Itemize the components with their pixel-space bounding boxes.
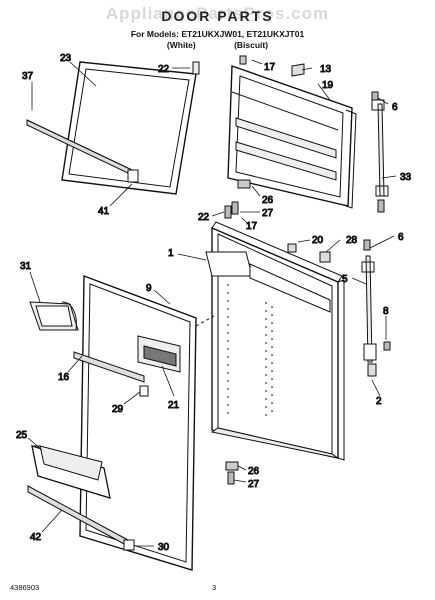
callout-6-lower: 6: [398, 232, 404, 243]
stop-26-middle: [237, 179, 251, 189]
bar-end-cap-29: [139, 385, 149, 397]
callout-30: 30: [158, 542, 170, 553]
callout-33: 33: [400, 172, 412, 183]
callout-2: 2: [376, 396, 382, 407]
document-number: 4386903: [10, 583, 40, 592]
fresh-food-door-outer: [205, 221, 345, 461]
callout-1: 1: [168, 248, 174, 259]
trim-end-cap: [127, 169, 139, 183]
screw-17-top: [239, 55, 247, 65]
callout-20: 20: [312, 235, 324, 246]
callout-21: 21: [168, 400, 180, 411]
leader-lines: [27, 59, 397, 547]
fresh-food-door-gasket: [79, 274, 197, 571]
screw-27-bottom: [227, 471, 235, 485]
label-plate: [291, 63, 305, 77]
top-hinge-bracket: [371, 99, 389, 197]
callout-31: 31: [20, 261, 32, 272]
callout-26-bottom: 26: [248, 466, 260, 477]
watermark: AppliancePartsPros.com: [105, 4, 330, 23]
callout-17-middle: 17: [246, 221, 258, 232]
callout-37: 37: [22, 71, 34, 82]
callout-9: 9: [146, 283, 152, 294]
door-plug-20: [287, 243, 297, 253]
retainer-bar-16: [73, 351, 145, 383]
variant-biscuit: (Biscuit): [234, 40, 269, 50]
freezer-door-liner: [227, 65, 357, 209]
door-bin-25: [31, 445, 111, 499]
screw-27-middle: [231, 201, 239, 215]
callout-22-top: 22: [158, 64, 170, 75]
bottom-trim-strip-42: [27, 485, 129, 547]
color-variants: (White) (Biscuit): [0, 40, 435, 50]
screw-6-top: [371, 91, 379, 101]
bottom-trim-cap-30: [123, 539, 135, 551]
screw-8: [383, 341, 391, 351]
screw-22-top: [192, 61, 200, 75]
diagram-title: DOOR PARTS: [161, 8, 274, 24]
butter-compartment: [29, 301, 79, 331]
screw-6-lower: [377, 199, 385, 213]
callout-27-middle: 27: [262, 208, 274, 219]
shelf-front-21: [137, 335, 181, 373]
callout-16: 16: [58, 372, 70, 383]
screw-22-middle: [224, 205, 232, 219]
callout-23: 23: [60, 53, 72, 64]
callout-25: 25: [16, 430, 28, 441]
callout-19: 19: [322, 80, 334, 91]
callout-29: 29: [112, 404, 124, 415]
callout-13: 13: [320, 64, 332, 75]
callout-8: 8: [383, 306, 389, 317]
callout-27-bottom: 27: [248, 479, 260, 490]
callout-5: 5: [342, 274, 348, 285]
lower-hinge-bracket: [361, 255, 377, 363]
callout-6-top: 6: [392, 102, 398, 113]
freezer-trim-strip: [26, 119, 133, 176]
callout-41: 41: [98, 206, 110, 217]
callout-28: 28: [346, 235, 358, 246]
page-number: 3: [212, 583, 217, 592]
stop-26-bottom: [225, 461, 239, 471]
callout-42: 42: [30, 532, 42, 543]
variant-white: (White): [166, 40, 196, 50]
screw-6-bottom-hinge: [363, 239, 371, 251]
callout-26-middle: 26: [262, 195, 274, 206]
door-plug-28: [319, 251, 331, 263]
model-numbers: For Models: ET21UKXJW01, ET21UKXJT01: [130, 29, 305, 39]
hinge-cap-2: [367, 363, 377, 377]
callout-22-middle: 22: [198, 212, 210, 223]
callout-17-top: 17: [264, 62, 276, 73]
